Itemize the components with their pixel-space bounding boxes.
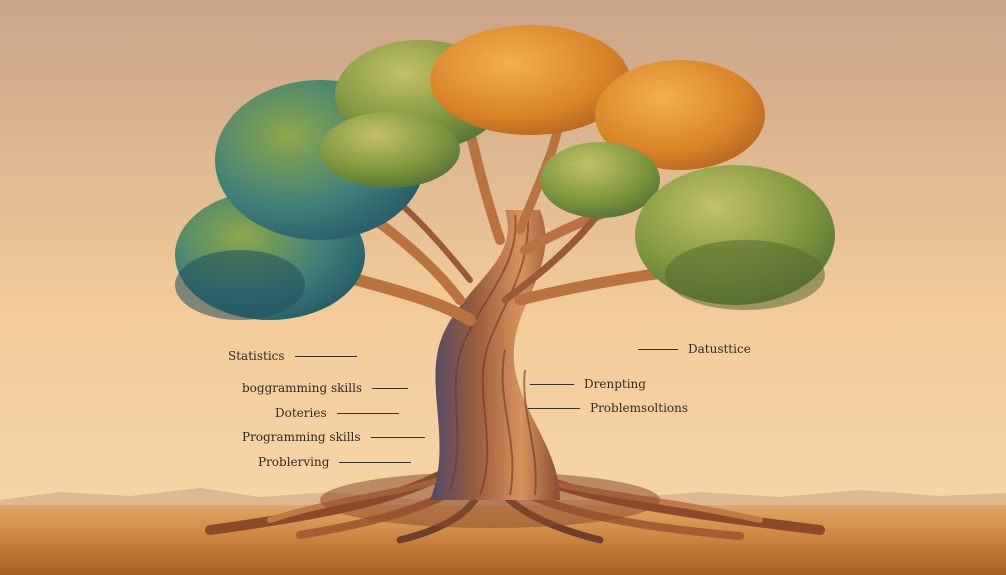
foliage-top-right [595, 60, 765, 170]
foliage [175, 25, 835, 320]
label-programming-skills: Programming skills [242, 430, 425, 444]
foliage-mid-right [540, 142, 660, 218]
label-problemsoltions: Problemsoltions [528, 401, 688, 415]
label-statistics-text: Statistics [228, 349, 285, 363]
label-problerving-text: Problerving [258, 455, 330, 469]
foliage-top [430, 25, 630, 135]
foliage-right-shadow [665, 240, 825, 310]
label-statistics: Statistics [228, 349, 357, 363]
leader-line [336, 412, 399, 414]
leader-line [294, 355, 357, 357]
label-datusttice-text: Datusttice [688, 342, 751, 356]
foliage-mid-left [320, 112, 460, 188]
leader-line [530, 383, 574, 385]
leader-line [528, 407, 580, 409]
label-datusttice: Datusttice [638, 342, 751, 356]
label-programming-skills-text: Programming skills [242, 430, 361, 444]
trunk-grain [449, 214, 537, 496]
label-problemsoltions-text: Problemsoltions [590, 401, 689, 415]
leader-line [339, 461, 412, 463]
label-drenpting: Drenpting [530, 377, 646, 391]
leader-line [638, 348, 678, 350]
label-problerving: Problerving [258, 455, 412, 469]
label-drenpting-text: Drenpting [584, 377, 646, 391]
leader-line [372, 387, 409, 389]
label-doteries: Doteries [275, 406, 399, 420]
label-boggramming-skills: boggramming skills [242, 381, 409, 395]
foliage-left-shadow [175, 250, 305, 320]
label-boggramming-skills-text: boggramming skills [242, 381, 363, 395]
leader-line [370, 436, 425, 438]
label-doteries-text: Doteries [275, 406, 327, 420]
